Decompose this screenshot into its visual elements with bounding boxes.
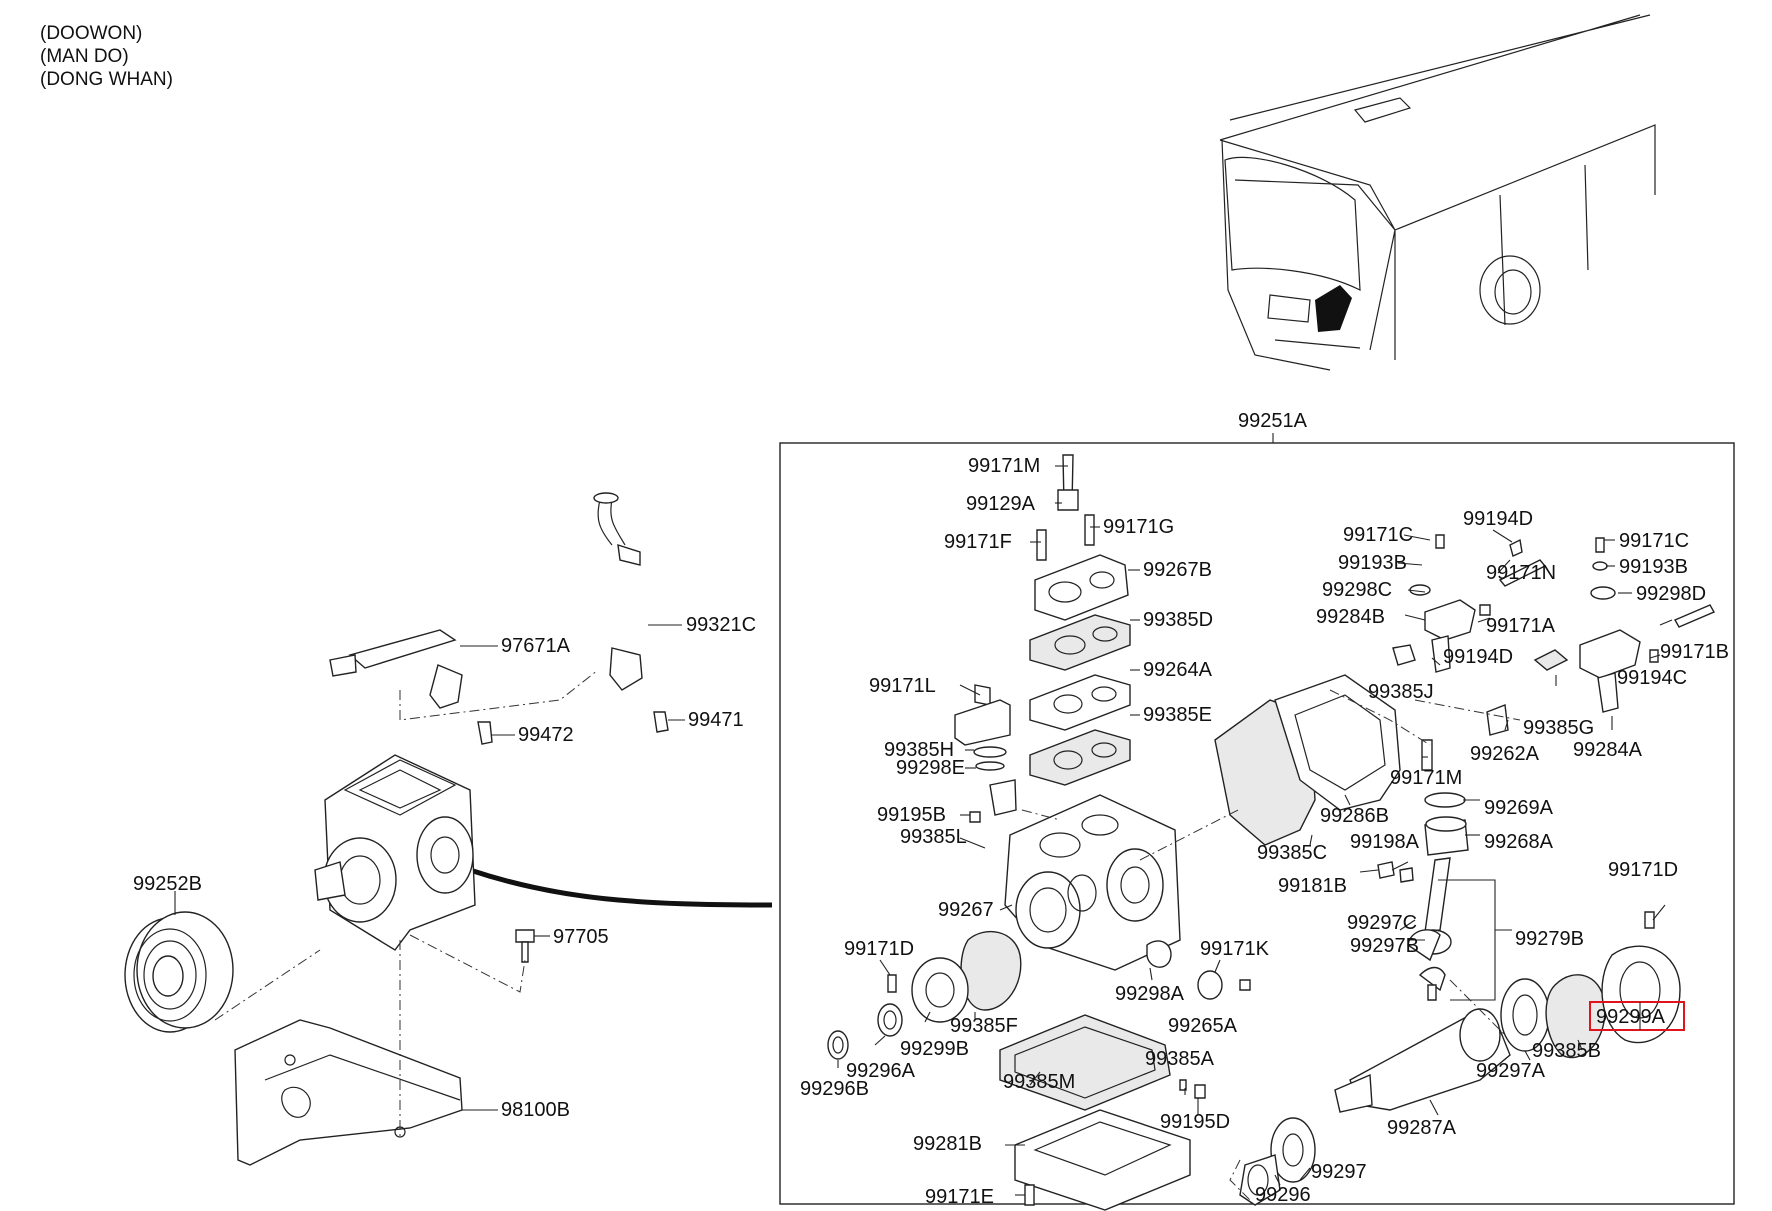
label-99195B: 99195B xyxy=(877,804,946,826)
label-99296: 99296 xyxy=(1255,1184,1311,1206)
label-99385F: 99385F xyxy=(950,1015,1018,1037)
header-text: (DOOWON) (MAN DO) (DONG WHAN) xyxy=(40,23,173,90)
label-99298C: 99298C xyxy=(1322,579,1392,601)
label-99284A: 99284A xyxy=(1573,739,1643,761)
label-99471: 99471 xyxy=(688,709,744,731)
label-99296A: 99296A xyxy=(846,1060,916,1082)
label-99385B: 99385B xyxy=(1532,1040,1601,1062)
label-99268A: 99268A xyxy=(1484,831,1554,853)
label-99265A: 99265A xyxy=(1168,1015,1238,1037)
label-99171M-right: 99171M xyxy=(1390,767,1462,789)
assembly-label: 99251A xyxy=(1238,410,1308,432)
label-99262A: 99262A xyxy=(1470,743,1540,765)
label-99385G: 99385G xyxy=(1523,717,1594,739)
label-99195D: 99195D xyxy=(1160,1111,1230,1133)
label-99284B: 99284B xyxy=(1316,606,1385,628)
label-99198A: 99198A xyxy=(1350,831,1420,853)
label-99264A: 99264A xyxy=(1143,659,1213,681)
label-99385L: 99385L xyxy=(900,826,967,848)
label-99297C: 99297C xyxy=(1347,912,1417,934)
exploded-compressor xyxy=(827,454,1715,1211)
label-99171G: 99171G xyxy=(1103,516,1174,538)
label-99171B: 99171B xyxy=(1660,641,1729,663)
label-99385H: 99385H xyxy=(884,739,954,761)
label-99299A: 99299A xyxy=(1596,1006,1666,1028)
label-99296B: 99296B xyxy=(800,1078,869,1100)
label-99286B: 99286B xyxy=(1320,805,1389,827)
label-99171E: 99171E xyxy=(925,1186,994,1208)
label-99193B-right: 99193B xyxy=(1619,556,1688,578)
label-99129A: 99129A xyxy=(966,493,1036,515)
label-97671A: 97671A xyxy=(501,635,571,657)
label-99171L: 99171L xyxy=(869,675,936,697)
label-99385D: 99385D xyxy=(1143,609,1213,631)
label-99385J: 99385J xyxy=(1368,681,1434,703)
label-99385M: 99385M xyxy=(1003,1071,1075,1093)
compressor-overview xyxy=(124,492,669,1166)
label-99171C-right: 99171C xyxy=(1619,530,1689,552)
label-99171D-right: 99171D xyxy=(1608,859,1678,881)
label-99171D-left: 99171D xyxy=(844,938,914,960)
label-99181B: 99181B xyxy=(1278,875,1347,897)
label-99385C: 99385C xyxy=(1257,842,1327,864)
label-99299B: 99299B xyxy=(900,1038,969,1060)
label-99385A: 99385A xyxy=(1145,1048,1215,1070)
highlight-box xyxy=(1589,1001,1685,1031)
part-labels: 97671A 99321C 99472 99471 99252B 97705 9… xyxy=(133,455,1729,1208)
label-99171M-top: 99171M xyxy=(968,455,1040,477)
label-99267: 99267 xyxy=(938,899,994,921)
label-99297A: 99297A xyxy=(1476,1060,1546,1082)
label-99171C-mid: 99171C xyxy=(1343,524,1413,546)
label-99267B: 99267B xyxy=(1143,559,1212,581)
label-99269A: 99269A xyxy=(1484,797,1554,819)
label-99194D-bottom: 99194D xyxy=(1443,646,1513,668)
label-99194D-top: 99194D xyxy=(1463,508,1533,530)
label-99279B: 99279B xyxy=(1515,928,1584,950)
header-line-3: (DONG WHAN) xyxy=(40,69,173,90)
label-99321C: 99321C xyxy=(686,614,756,636)
label-99287A: 99287A xyxy=(1387,1117,1457,1139)
header-line-1: (DOOWON) xyxy=(40,23,142,44)
label-99297B: 99297B xyxy=(1350,935,1419,957)
label-97705: 97705 xyxy=(553,926,609,948)
label-98100B: 98100B xyxy=(501,1099,570,1121)
label-99472: 99472 xyxy=(518,724,574,746)
label-99171F: 99171F xyxy=(944,531,1012,553)
leader-lines xyxy=(174,465,1673,1196)
label-99281B: 99281B xyxy=(913,1133,982,1155)
label-99194C: 99194C xyxy=(1617,667,1687,689)
label-99252B: 99252B xyxy=(133,873,202,895)
label-99385E: 99385E xyxy=(1143,704,1212,726)
label-99171A: 99171A xyxy=(1486,615,1556,637)
label-99298E: 99298E xyxy=(896,757,965,779)
label-99298D: 99298D xyxy=(1636,583,1706,605)
header-line-2: (MAN DO) xyxy=(40,46,129,67)
label-99171N: 99171N xyxy=(1486,562,1556,584)
label-99193B-mid: 99193B xyxy=(1338,552,1407,574)
label-99298A: 99298A xyxy=(1115,983,1185,1005)
vehicle-location-illustration xyxy=(1219,14,1656,371)
label-99171K: 99171K xyxy=(1200,938,1270,960)
label-99297: 99297 xyxy=(1311,1161,1367,1183)
